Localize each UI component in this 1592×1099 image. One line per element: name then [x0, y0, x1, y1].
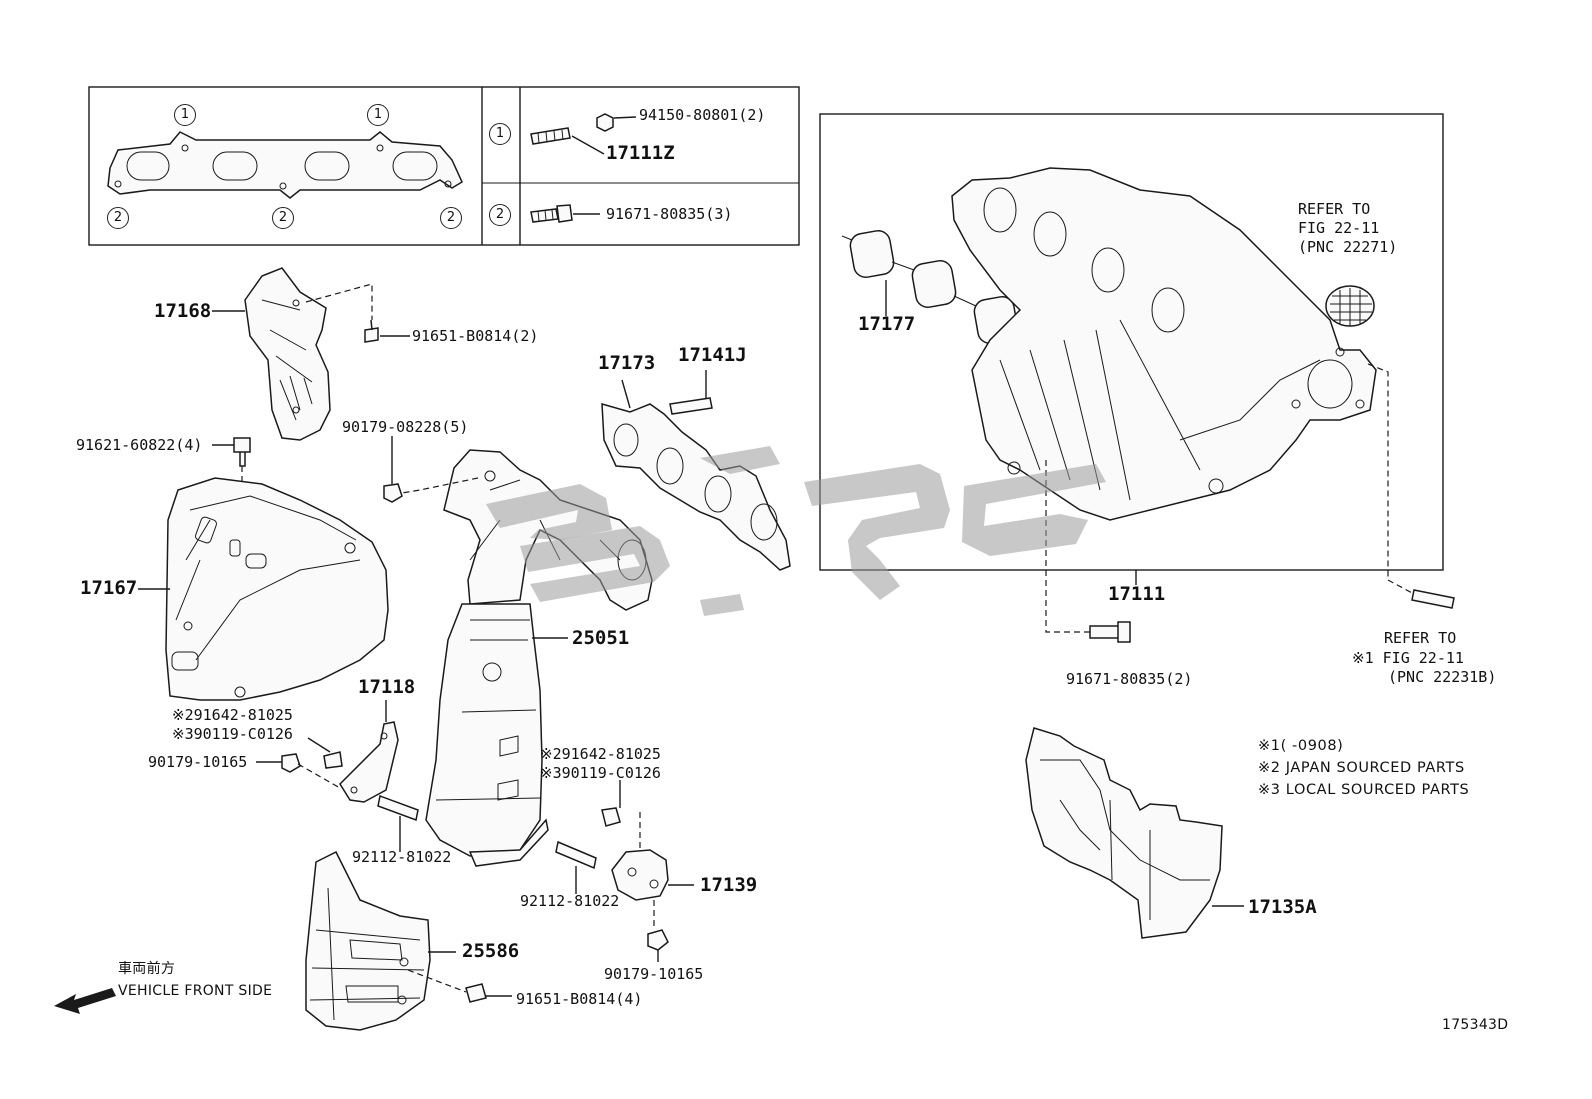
label-17141J: 17141J: [678, 344, 747, 366]
dash-91671: [1045, 460, 1090, 633]
label-91651-B0814-4: 91651-B0814(4): [516, 990, 643, 1008]
row-marker-1: 1: [489, 123, 511, 145]
label-90179-08228: 90179-08228(5): [342, 418, 469, 436]
bolt-91642-right: [601, 807, 621, 827]
stud-92112-left: [377, 794, 419, 822]
bolt-91621: [233, 437, 251, 467]
refer-bottom-line3: (PNC 22231B): [1388, 668, 1497, 686]
insulator-17167-drawing: [165, 477, 389, 701]
stud-92112-right: [555, 840, 597, 870]
footnote-1: ※1( -0908): [1258, 738, 1344, 754]
dash-refer-bottom: [1367, 363, 1389, 580]
footnote-3: ※3 LOCAL SOURCED PARTS: [1258, 782, 1470, 798]
label-91671-80835-2: 91671-80835(2): [1066, 670, 1193, 688]
label-91671-80835-3: 91671-80835(3): [606, 205, 733, 223]
refer-top-line2: FIG 22-11: [1298, 219, 1380, 237]
label-17111: 17111: [1108, 583, 1166, 605]
label-17177: 17177: [858, 313, 916, 335]
stud-bolt-icon-box: [530, 113, 637, 155]
dash-nut-left: [297, 763, 341, 789]
bolt-icon-box: [530, 204, 600, 223]
refer-top-line3: (PNC 22271): [1298, 238, 1398, 256]
marker-1-left: 1: [174, 104, 196, 126]
exhaust-gasket-drawing: [107, 131, 463, 199]
gasket-inset-box: [88, 86, 800, 246]
bolt-91642-left: [323, 751, 343, 769]
front-side-jp: 車両前方: [118, 961, 176, 977]
gasket-17173-drawing: [601, 402, 791, 571]
label-92112-81022-right: 92112-81022: [520, 892, 620, 910]
row-marker-2: 2: [489, 204, 511, 226]
refer-bottom-line2: ※1 FIG 22-11: [1352, 649, 1464, 667]
hose-stub: [1411, 589, 1455, 609]
bracket-17118-drawing: [339, 721, 399, 803]
bolt-91651-upper: [364, 319, 379, 343]
marker-2-mid: 2: [272, 207, 294, 229]
label-91621-60822: 91621-60822(4): [76, 436, 203, 454]
label-25051: 25051: [572, 627, 630, 649]
marker-1-right: 1: [367, 104, 389, 126]
insulator-25586-drawing: [305, 850, 431, 1031]
label-25586: 25586: [462, 940, 520, 962]
label-91642-81025-right: ※291642-81025: [540, 745, 661, 763]
footnote-2: ※2 JAPAN SOURCED PARTS: [1258, 760, 1465, 776]
stud-17141J: [669, 397, 713, 415]
label-17173: 17173: [598, 352, 656, 374]
label-90119-C0126-left: ※390119-C0126: [172, 725, 293, 743]
pcv-screen-drawing: [1325, 285, 1375, 327]
label-17135A: 17135A: [1248, 896, 1317, 918]
leader-17168: [305, 283, 373, 320]
nut-90179-10165-left: [281, 753, 301, 773]
intake-manifold-box: [819, 113, 1444, 571]
watermark-logo: [486, 446, 1106, 616]
label-90179-10165-right: 90179-10165: [604, 965, 704, 983]
label-17167: 17167: [80, 577, 138, 599]
label-91642-81025-left: ※291642-81025: [172, 706, 293, 724]
insulator-17135A-drawing: [1025, 727, 1223, 939]
label-17139: 17139: [700, 874, 758, 896]
marker-2-right: 2: [440, 207, 462, 229]
leader-91642-left: [307, 737, 331, 753]
bolt-91671-80835: [1089, 621, 1131, 643]
refer-bottom-line1: REFER TO: [1384, 629, 1457, 647]
front-arrow-icon: [54, 988, 116, 1014]
insulator-17168-drawing: [244, 267, 331, 441]
dash-25586: [407, 969, 467, 993]
nut-90179-10165-right: [647, 929, 669, 951]
nut-90179-08228: [383, 483, 403, 503]
label-90119-C0126-right: ※390119-C0126: [540, 764, 661, 782]
label-91651-B0814-2: 91651-B0814(2): [412, 327, 539, 345]
refer-top-line1: REFER TO: [1298, 200, 1371, 218]
dash-90179-08228: [395, 477, 479, 495]
label-17111Z: 17111Z: [606, 142, 675, 164]
label-17118: 17118: [358, 676, 416, 698]
front-side-en: VEHICLE FRONT SIDE: [118, 983, 273, 999]
bolt-91651-lower: [465, 983, 487, 1003]
marker-2-left: 2: [107, 207, 129, 229]
label-94150-80801: 94150-80801(2): [639, 106, 766, 124]
figure-number: 175343D: [1442, 1017, 1509, 1033]
dash-hose: [1387, 579, 1415, 595]
intake-manifold-17111-drawing: [951, 167, 1377, 521]
bracket-17139-drawing: [611, 849, 669, 901]
label-90179-10165-left: 90179-10165: [148, 753, 248, 771]
label-17168: 17168: [154, 300, 212, 322]
label-92112-81022-left: 92112-81022: [352, 848, 452, 866]
leader-17173: [621, 379, 631, 409]
